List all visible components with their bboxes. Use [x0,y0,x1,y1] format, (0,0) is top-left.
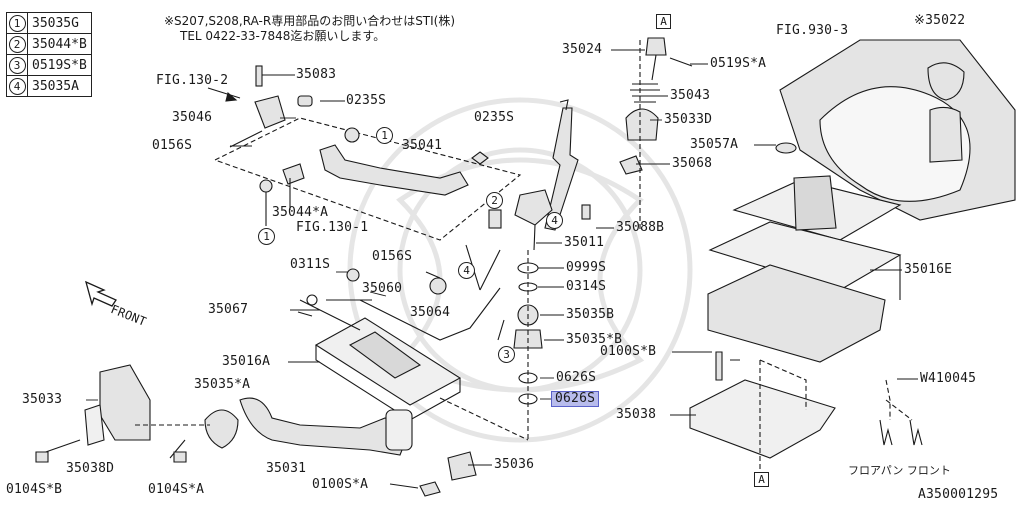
part-label-35038d[interactable]: 35038D [66,461,115,476]
callout-3: 3 [498,346,515,363]
part-label-35035-a[interactable]: 35035*A [194,377,251,392]
ref-marker-a: A [656,14,671,29]
part-label-35064[interactable]: 35064 [410,305,451,320]
part-label-35031[interactable]: 35031 [266,461,307,476]
part-label-35046[interactable]: 35046 [172,110,213,125]
part-label-35024[interactable]: 35024 [562,42,603,57]
knob-boot-column [619,37,693,230]
legend-part-number: 0519S*B [27,54,92,76]
diagram-id: A350001295 [918,487,999,502]
leader-lines [86,49,918,489]
gasket-plates [707,175,902,363]
part-label-35022[interactable]: ※35022 [914,13,966,28]
part-label-35041[interactable]: 35041 [402,138,443,153]
legend-row: 3 0519S*B [6,54,92,76]
callout-4: 4 [546,212,563,229]
legend-table: 1 35035G 2 35044*B 3 0519S*B 4 35035A [6,12,92,97]
legend-row: 4 35035A [6,75,92,97]
legend-row: 1 35035G [6,12,92,34]
part-label-0519s-a[interactable]: 0519S*A [710,56,767,71]
part-label-0156s[interactable]: 0156S [152,138,193,153]
part-label-35011[interactable]: 35011 [564,235,605,250]
part-label-w410045[interactable]: W410045 [920,371,977,386]
ref-marker-a: A [754,472,769,487]
part-label-35033[interactable]: 35033 [22,392,63,407]
part-label-35033d[interactable]: 35033D [664,112,713,127]
part-label-0100s-a[interactable]: 0100S*A [312,477,369,492]
legend-row: 2 35044*B [6,33,92,55]
console-boot [775,39,1016,221]
legend-number: 3 [8,56,26,74]
part-label-0626s[interactable]: 0626S [556,370,597,385]
part-label-0156s[interactable]: 0156S [372,249,413,264]
part-label-fig-130-2[interactable]: FIG.130-2 [156,73,229,88]
part-label-0235s[interactable]: 0235S [346,93,387,108]
part-label-0311s[interactable]: 0311S [290,257,331,272]
part-label-0100s-b[interactable]: 0100S*B [600,344,657,359]
legend-number: 2 [8,35,26,53]
part-label-35068[interactable]: 35068 [672,156,713,171]
base-plate-35016A [314,317,529,441]
callout-4: 4 [458,262,475,279]
upper-link-assembly [207,65,522,241]
part-label-0626s-highlighted[interactable]: 0626S [550,391,600,407]
part-label-35038[interactable]: 35038 [616,407,657,422]
callout-1: 1 [258,228,275,245]
part-label-0999s[interactable]: 0999S [566,260,607,275]
legend-number: 4 [8,77,26,95]
part-label-0235s[interactable]: 0235S [474,110,515,125]
part-label-0314s[interactable]: 0314S [566,279,607,294]
part-label-fig-930-3[interactable]: FIG.930-3 [776,23,849,38]
notice-line-2: TEL 0422-33-7848迄お願いします。 [180,29,386,43]
floor-front-label: フロアパン フロント [848,464,951,477]
part-label-35016e[interactable]: 35016E [904,262,953,277]
part-label-35044-a[interactable]: 35044*A [272,205,329,220]
legend-number: 1 [8,14,26,32]
legend-part-number: 35035G [27,12,92,34]
part-label-35057a[interactable]: 35057A [690,137,739,152]
bracket-35038 [689,351,923,470]
part-label-35083[interactable]: 35083 [296,67,337,82]
callout-1: 1 [376,127,393,144]
part-label-35036[interactable]: 35036 [494,457,535,472]
part-label-fig-130-1[interactable]: FIG.130-1 [296,220,369,235]
part-label-35035b[interactable]: 35035B [566,307,615,322]
part-label-35043[interactable]: 35043 [670,88,711,103]
legend-part-number: 35044*B [27,33,92,55]
part-label-35035-b[interactable]: 35035*B [566,332,623,347]
part-label-35067[interactable]: 35067 [208,302,249,317]
shift-lever [465,99,591,440]
legend-part-number: 35035A [27,75,92,97]
part-label-35016a[interactable]: 35016A [222,354,271,369]
callout-2: 2 [486,192,503,209]
notice-line-1: ※S207,S208,RA-R専用部品のお問い合わせはSTI(株) [164,14,456,28]
front-arrow [85,280,117,307]
part-label-35060[interactable]: 35060 [362,281,403,296]
part-label-35088b[interactable]: 35088B [616,220,665,235]
lower-linkage [35,268,501,497]
part-label-0104s-a[interactable]: 0104S*A [148,482,205,497]
part-label-0104s-b[interactable]: 0104S*B [6,482,63,497]
